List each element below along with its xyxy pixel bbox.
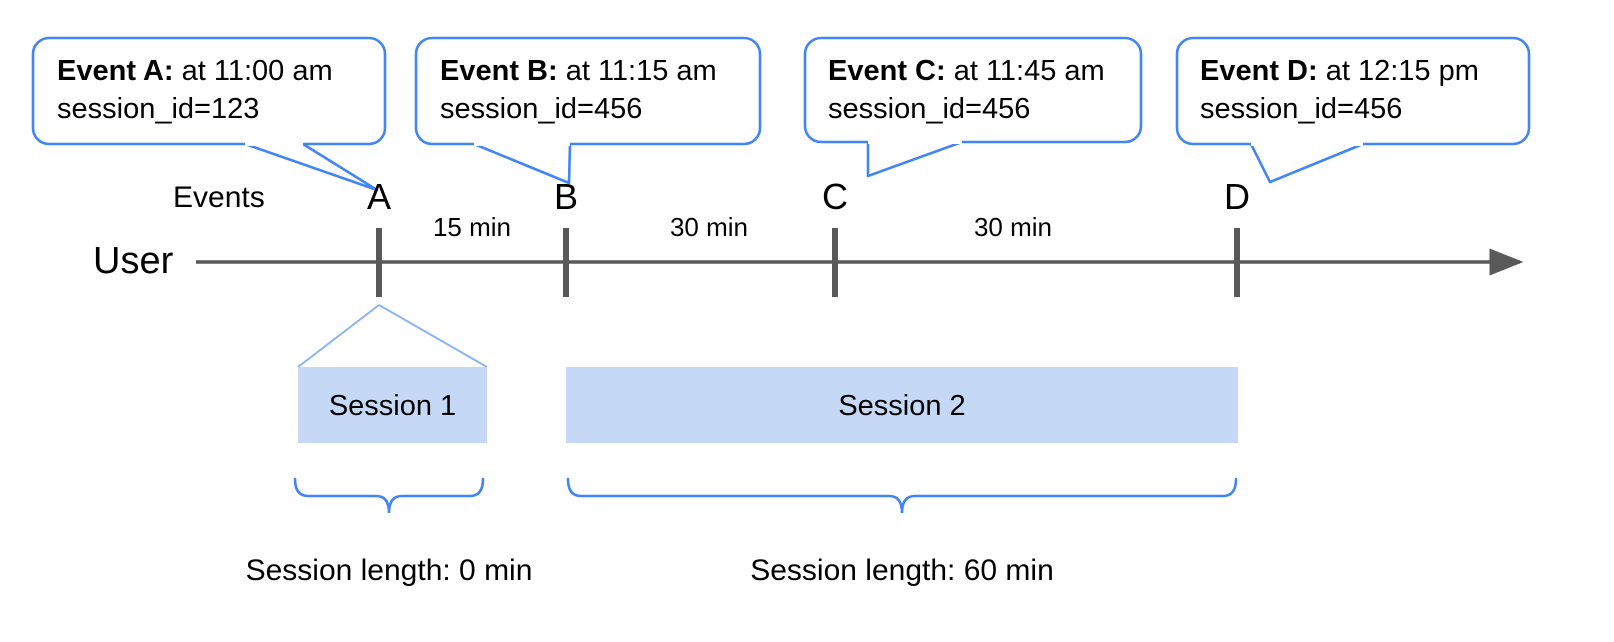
session-2-brace bbox=[566, 477, 1238, 514]
event-letter-b: B bbox=[553, 176, 578, 217]
session-1-length-label: Session length: 0 min bbox=[245, 554, 533, 587]
session-1-brace bbox=[293, 477, 485, 514]
session-bar-1 bbox=[298, 367, 487, 443]
event-letter-c: C bbox=[822, 176, 848, 217]
callout-bubble-event-a bbox=[31, 36, 387, 192]
session-1-connector bbox=[297, 304, 488, 368]
gap-label-b-c: 30 min bbox=[669, 212, 749, 242]
callout-bubble-event-c bbox=[803, 36, 1143, 178]
session-2-length-label: Session length: 60 min bbox=[750, 554, 1054, 587]
user-axis-label: User bbox=[93, 240, 174, 282]
events-row-label: Events bbox=[173, 181, 265, 214]
callout-bubble-event-b bbox=[414, 36, 762, 185]
event-letter-d: D bbox=[1224, 176, 1250, 217]
gap-label-c-d: 30 min bbox=[973, 212, 1053, 242]
session-bar-1-label: Session 1 bbox=[328, 390, 457, 422]
gap-label-a-b: 15 min bbox=[432, 212, 512, 242]
session-bar-2 bbox=[566, 367, 1238, 443]
event-letter-a: A bbox=[366, 176, 391, 217]
callout-bubble-event-d bbox=[1175, 36, 1531, 184]
session-bar-2-label: Session 2 bbox=[838, 390, 966, 422]
